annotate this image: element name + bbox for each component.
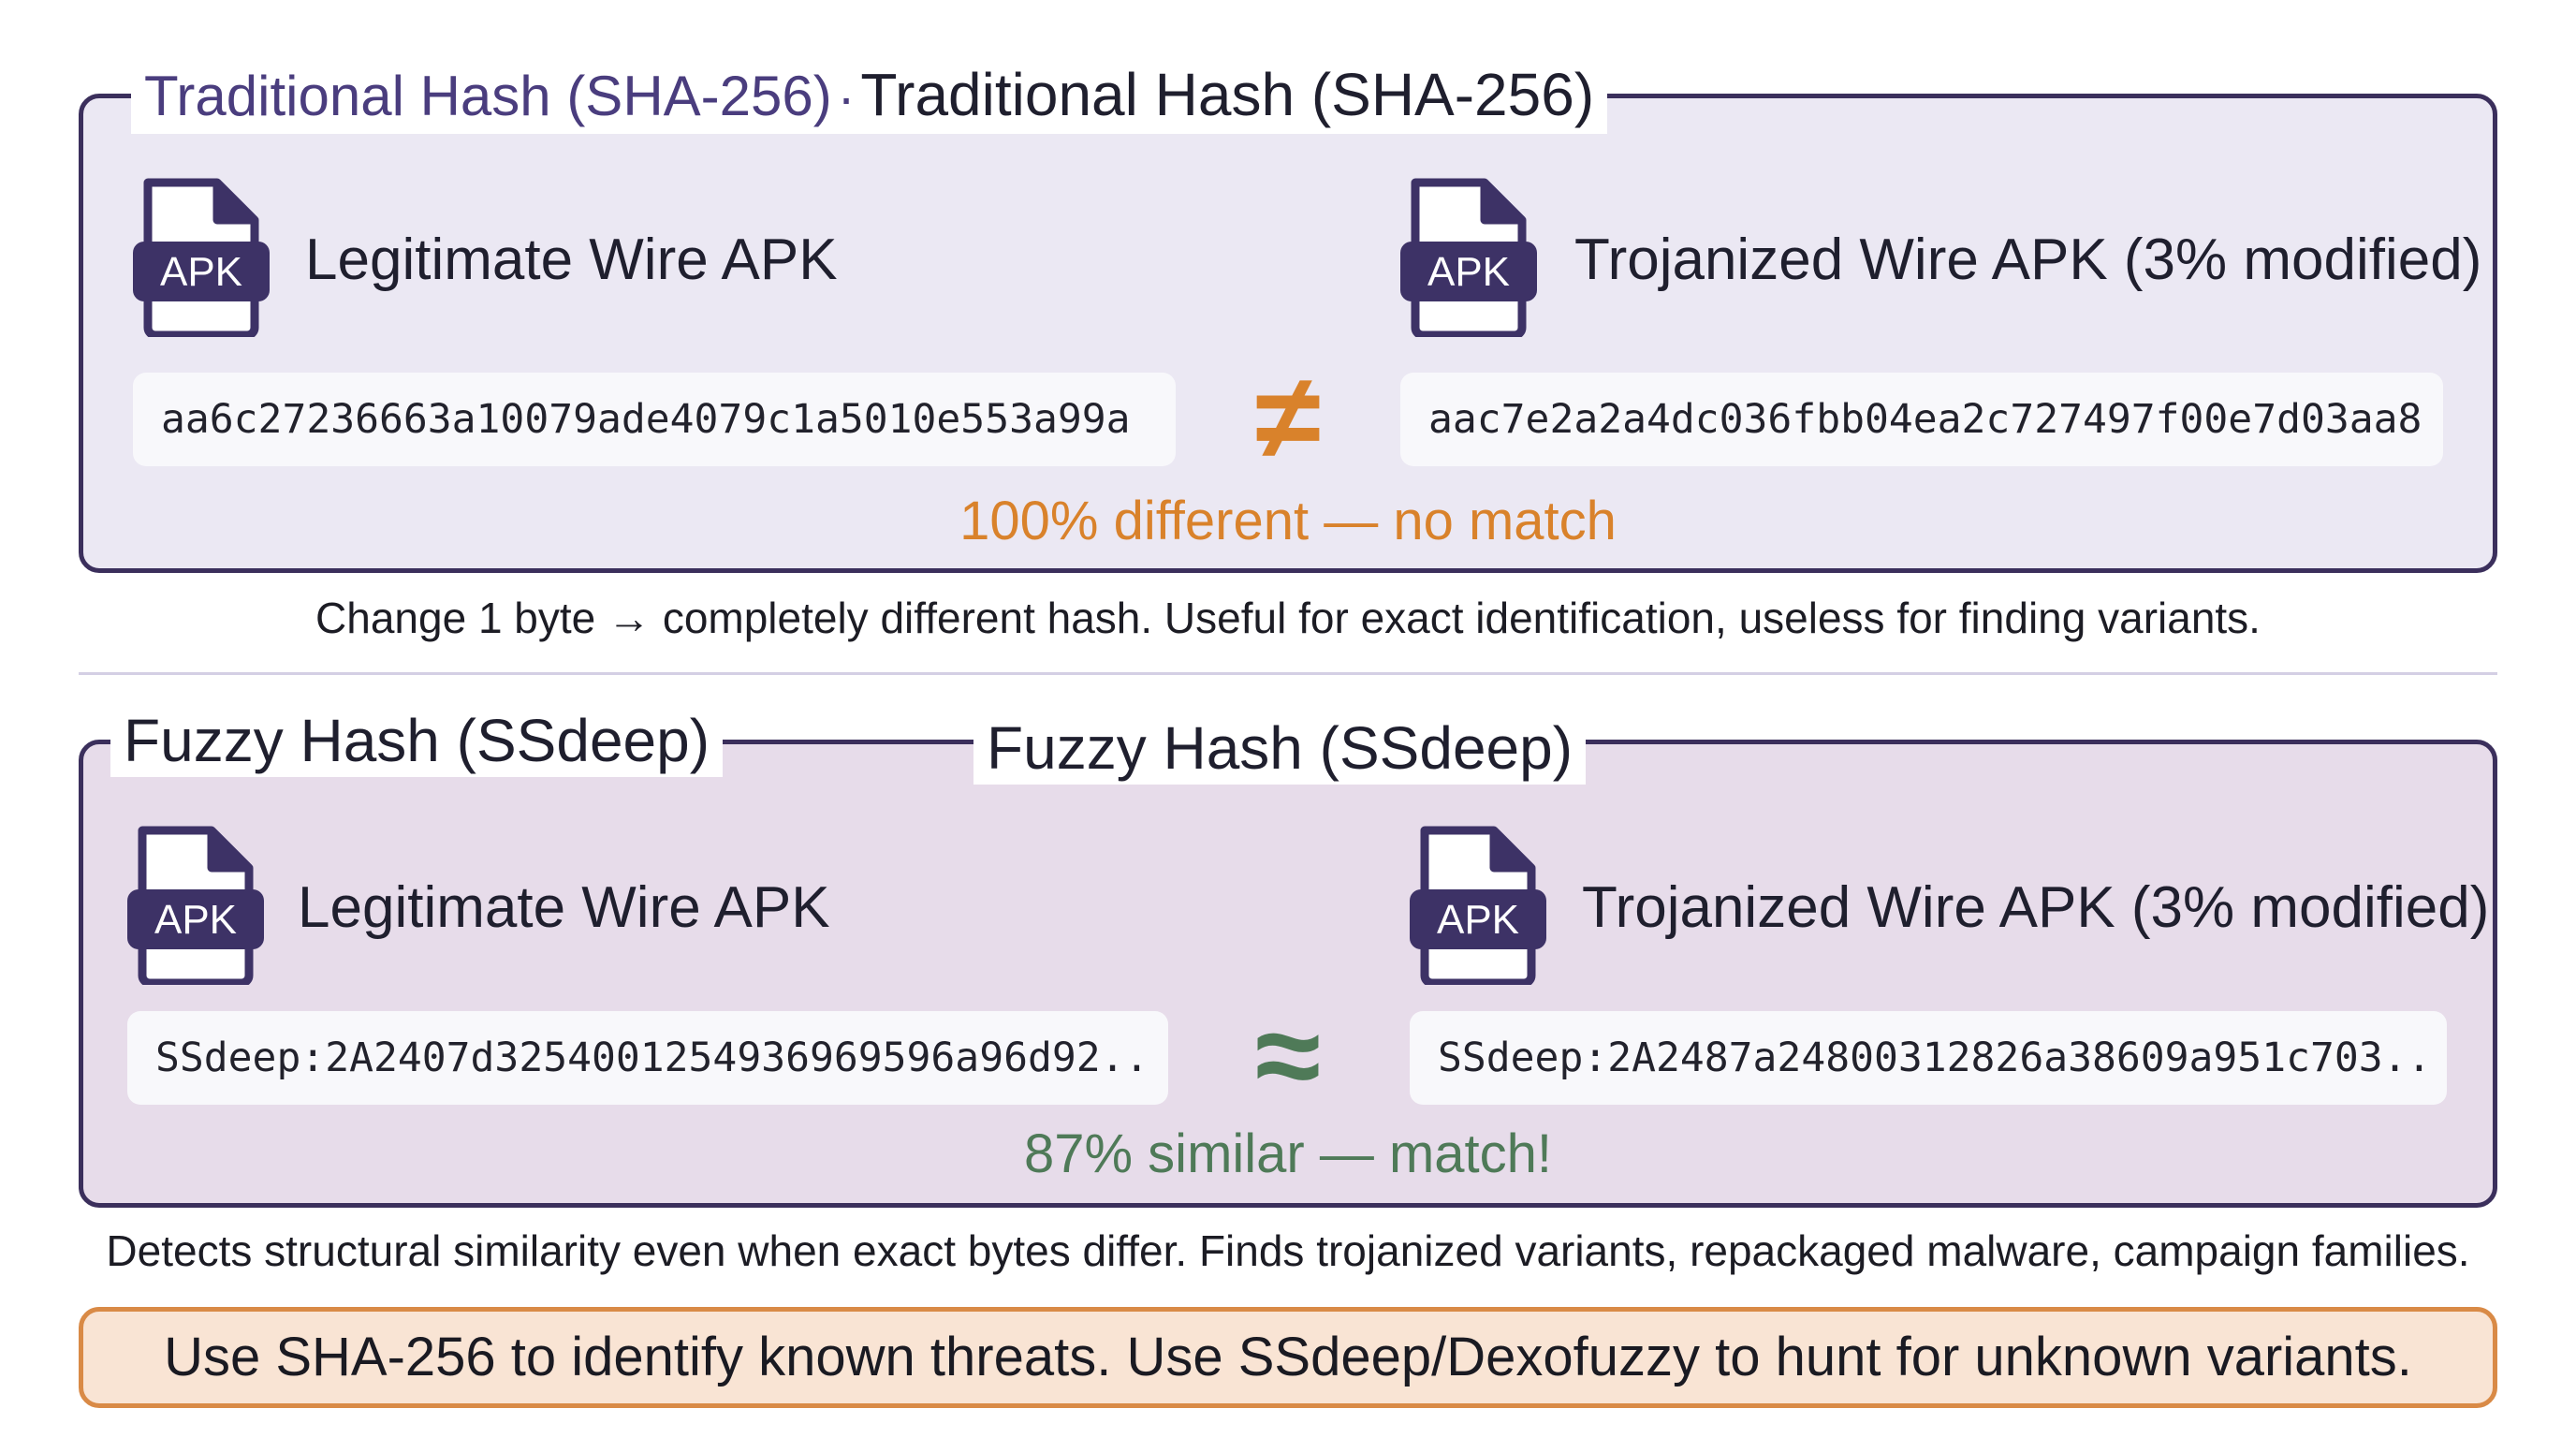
fuzzy-hash-title-left: Fuzzy Hash (SSdeep): [110, 704, 724, 777]
section-divider: [79, 672, 2497, 675]
traditional-hash-title-main: Traditional Hash (SHA-256): [860, 61, 1595, 128]
apk-file-icon: APK: [133, 178, 270, 337]
fuzzy-title-connector: [730, 740, 973, 744]
trojanized-sha256-hash: aac7e2a2a4dc036fbb04ea2c727497f00e7d03aa…: [1400, 373, 2443, 466]
traditional-hash-caption: Change 1 byte → completely different has…: [315, 594, 2261, 642]
apk-icon-text: APK: [160, 249, 242, 295]
title-separator: ·: [837, 67, 856, 126]
not-equal-icon: ≠: [1254, 350, 1322, 484]
recommendation-callout: Use SHA-256 to identify known threats. U…: [79, 1307, 2497, 1408]
fuzzy-hash-caption: Detects structural similarity even when …: [106, 1226, 2470, 1275]
apk-icon-text: APK: [1427, 249, 1510, 295]
trojanized-apk-label: Trojanized Wire APK (3% modified): [1574, 227, 2482, 292]
traditional-hash-title-small: Traditional Hash (SHA-256): [144, 65, 832, 127]
legitimate-sha256-hash: aa6c27236663a10079ade4079c1a5010e553a99a: [133, 373, 1176, 466]
fuzzy-hash-title: Fuzzy Hash (SSdeep): [973, 712, 1587, 785]
trojanized-apk-label: Trojanized Wire APK (3% modified): [1582, 875, 2490, 940]
legitimate-apk-label: Legitimate Wire APK: [305, 227, 838, 292]
ssdeep-verdict: 87% similar — match!: [1023, 1123, 1553, 1184]
sha256-verdict: 100% different — no match: [959, 491, 1617, 551]
apk-icon-text: APK: [1437, 897, 1519, 943]
apk-icon-text: APK: [154, 897, 237, 943]
apk-file-icon: APK: [127, 826, 264, 985]
fuzzy-hash-panel: [79, 740, 2497, 1208]
legitimate-ssdeep-hash: SSdeep:2A2407d3254001254936969596a96d92.…: [127, 1011, 1168, 1105]
apk-file-icon: APK: [1410, 826, 1546, 985]
approximately-equal-icon: ≈: [1254, 989, 1322, 1123]
trojanized-ssdeep-hash: SSdeep:2A2487a24800312826a38609a951c703.…: [1410, 1011, 2447, 1105]
legitimate-apk-label: Legitimate Wire APK: [298, 875, 830, 940]
apk-file-icon: APK: [1400, 178, 1537, 337]
traditional-hash-title: Traditional Hash (SHA-256)·Traditional H…: [131, 58, 1608, 134]
traditional-hash-panel: [79, 94, 2497, 573]
